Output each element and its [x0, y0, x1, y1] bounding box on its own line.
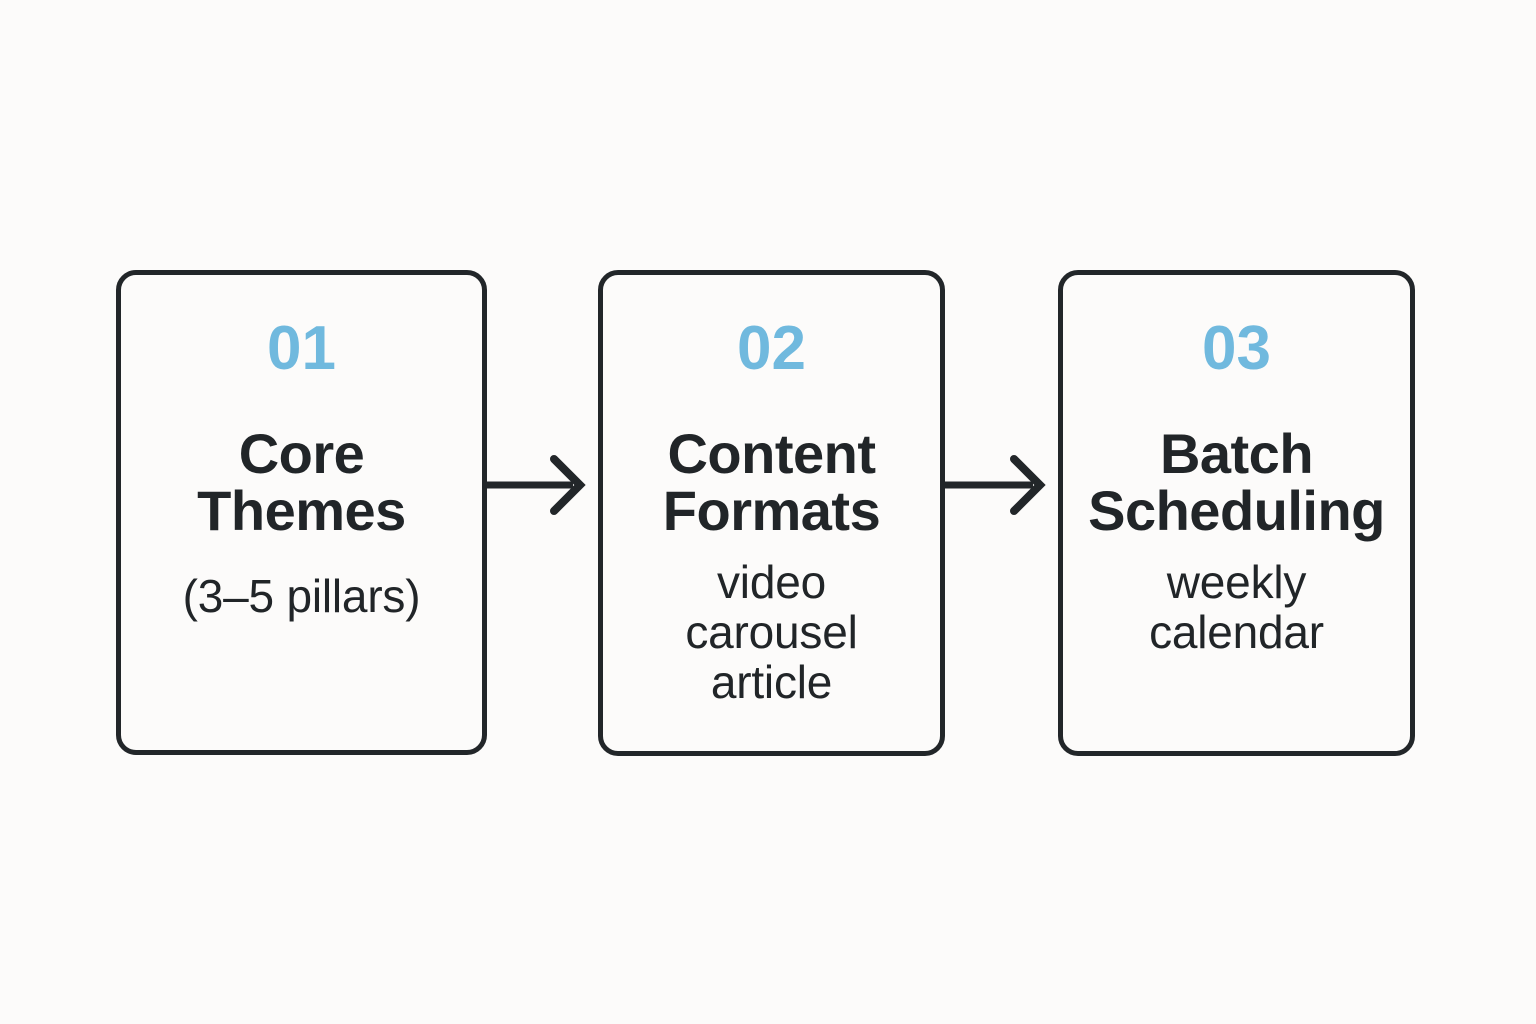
arrow-right-icon-1 — [480, 444, 592, 526]
step-number-2: 02 — [737, 314, 806, 383]
step-title-1: Core Themes — [197, 422, 406, 543]
step-title-3: Batch Scheduling — [1088, 422, 1385, 543]
step-subtitle-3: weekly calendar — [1149, 556, 1324, 659]
step-number-1: 01 — [267, 314, 336, 383]
step-subtitle-1: (3–5 pillars) — [182, 570, 421, 623]
process-step-card-2[interactable]: 02 Content Formats video carousel articl… — [598, 270, 945, 756]
arrow-right-icon-2 — [940, 444, 1052, 526]
step-title-2: Content Formats — [662, 422, 881, 543]
step-number-3: 03 — [1202, 314, 1271, 383]
process-step-card-3[interactable]: 03 Batch Scheduling weekly calendar — [1058, 270, 1415, 756]
step-subtitle-2: video carousel article — [685, 556, 858, 709]
process-step-card-1[interactable]: 01 Core Themes (3–5 pillars) — [116, 270, 487, 755]
